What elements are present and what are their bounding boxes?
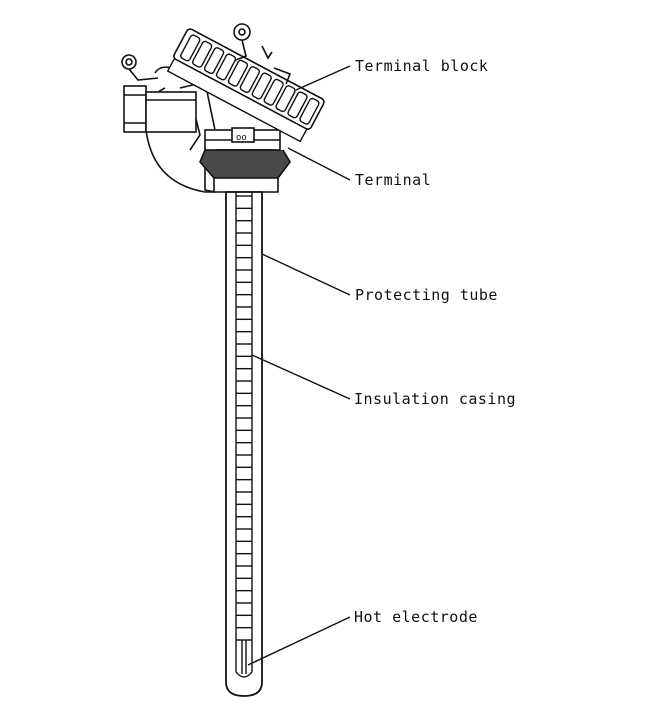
lid-ridge <box>215 53 237 81</box>
terminal-block-lid <box>166 28 325 143</box>
leader-terminal <box>287 147 351 181</box>
lid-ridge <box>299 97 320 125</box>
protecting-tube <box>225 191 263 697</box>
svg-text:oo: oo <box>236 133 247 143</box>
lid-ridge <box>251 72 272 100</box>
lid-ridge <box>192 40 213 68</box>
leader-lines <box>247 65 351 666</box>
label-terminal: Terminal <box>355 171 432 189</box>
lid-ridge <box>239 66 261 94</box>
label-protecting-tube: Protecting tube <box>355 286 498 304</box>
lid-ridge <box>287 91 308 119</box>
lid-ridge <box>203 47 225 75</box>
lid-ridge <box>227 59 249 87</box>
leader-insulation-casing <box>251 354 351 400</box>
insulation-casing <box>235 192 253 678</box>
lid-ring-knob <box>233 23 292 85</box>
lid-ridge <box>263 78 284 106</box>
lid-ridge <box>180 34 201 62</box>
label-terminal-block: Terminal block <box>355 57 489 75</box>
leader-protecting-tube <box>261 253 351 296</box>
leader-hot-electrode <box>247 616 351 666</box>
insulation-beads <box>236 195 252 641</box>
leader-terminal-block <box>295 65 351 91</box>
lid-ridges <box>180 34 320 125</box>
label-hot-electrode: Hot electrode <box>354 608 478 626</box>
label-insulation-casing: Insulation casing <box>354 390 517 408</box>
lid-ridge <box>275 85 296 113</box>
junction-head: oo <box>121 54 291 193</box>
